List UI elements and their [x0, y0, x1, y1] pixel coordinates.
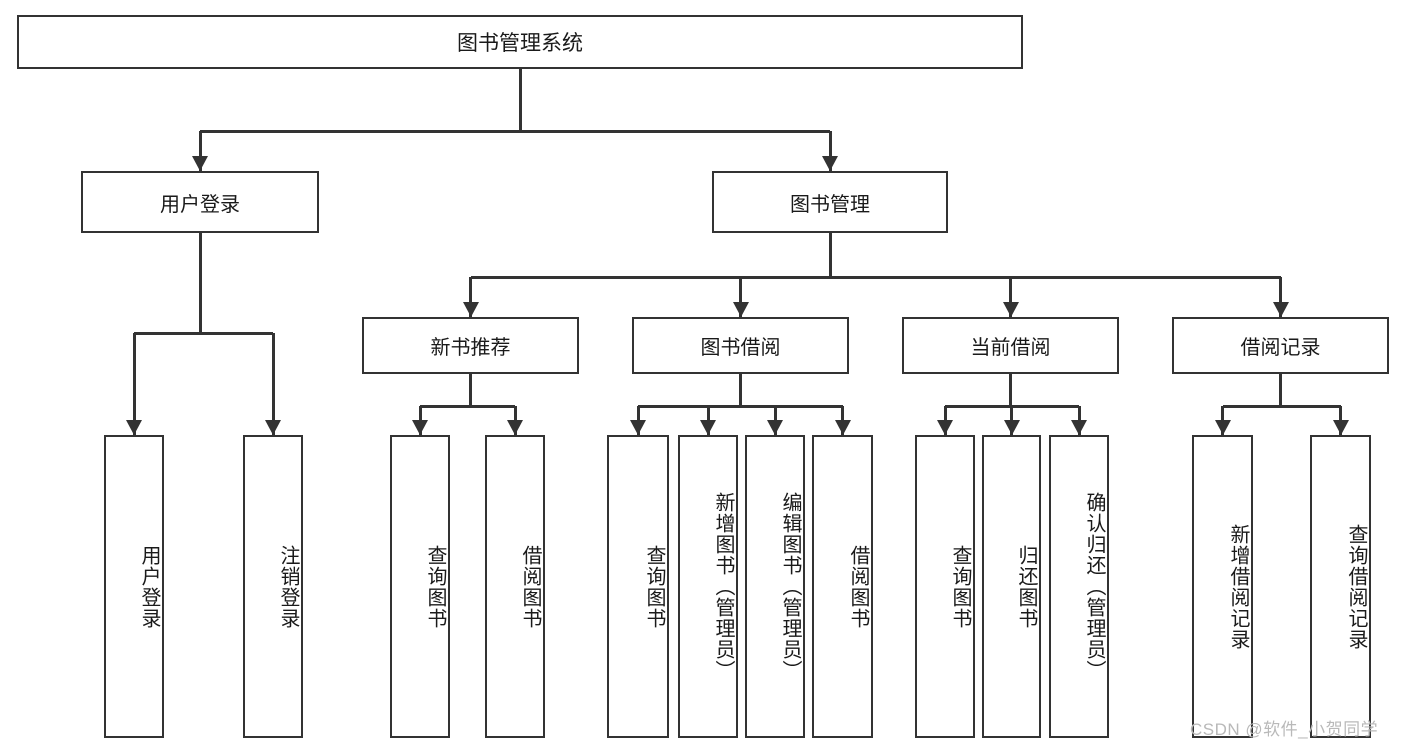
- leaf-node[interactable]: 归还图书: [982, 435, 1041, 738]
- connector-line: [828, 233, 832, 277]
- leaf-node[interactable]: 查询图书: [390, 435, 450, 738]
- connector-line: [200, 129, 830, 133]
- leaf-node[interactable]: 借阅图书: [485, 435, 545, 738]
- leaf-node[interactable]: 用户登录: [104, 435, 164, 738]
- arrow-head-icon: [412, 420, 428, 435]
- leaf-node-label: 用户登录: [138, 544, 160, 629]
- arrow-head-icon: [937, 420, 953, 435]
- arrow-head-icon: [822, 156, 838, 171]
- connector-line: [1279, 374, 1282, 406]
- connector-line: [469, 277, 472, 317]
- arrow-head-icon: [265, 420, 281, 435]
- arrow-head-icon: [192, 156, 208, 171]
- leaf-node-label: 新增图书（管理员）: [712, 492, 734, 681]
- connector-line: [271, 333, 275, 435]
- leaf-node-label: 借阅图书: [847, 544, 869, 629]
- node-book-management-label: 图书管理: [790, 193, 870, 216]
- leaf-node[interactable]: 查询借阅记录: [1310, 435, 1371, 738]
- leaf-node[interactable]: 注销登录: [243, 435, 303, 738]
- arrow-head-icon: [1071, 420, 1087, 435]
- arrow-head-icon: [126, 420, 142, 435]
- csdn-watermark: CSDN @软件_小贺同学: [1190, 720, 1379, 739]
- leaf-node-label: 查询图书: [424, 544, 446, 629]
- leaf-node[interactable]: 编辑图书（管理员）: [745, 435, 805, 738]
- leaf-node-label: 编辑图书（管理员）: [779, 492, 801, 681]
- connector-line: [1009, 374, 1012, 406]
- leaf-node[interactable]: 查询图书: [607, 435, 669, 738]
- connector-line: [469, 374, 472, 406]
- leaf-node[interactable]: 新增借阅记录: [1192, 435, 1253, 738]
- connector-line: [828, 131, 832, 171]
- connector-line: [420, 404, 515, 408]
- arrow-head-icon: [507, 420, 523, 435]
- leaf-node[interactable]: 确认归还（管理员）: [1049, 435, 1109, 738]
- arrow-head-icon: [767, 420, 783, 435]
- node-current-borrow-label: 当前借阅: [970, 337, 1051, 359]
- node-book-management[interactable]: 图书管理: [712, 171, 948, 233]
- connector-line: [198, 131, 202, 171]
- node-current-borrow[interactable]: 当前借阅: [902, 317, 1119, 374]
- leaf-node-label: 归还图书: [1015, 544, 1037, 629]
- connector-line: [1279, 277, 1282, 317]
- node-root-label: 图书管理系统: [457, 32, 583, 55]
- connector-line: [518, 69, 522, 131]
- node-root[interactable]: 图书管理系统: [17, 15, 1023, 69]
- node-user-login-label: 用户登录: [160, 193, 240, 216]
- leaf-node-label: 借阅图书: [519, 544, 541, 629]
- arrow-head-icon: [1003, 420, 1020, 435]
- connector-line: [638, 404, 843, 408]
- node-book-borrow[interactable]: 图书借阅: [632, 317, 849, 374]
- arrow-head-icon: [1002, 302, 1019, 317]
- connector-line: [470, 275, 1281, 279]
- node-user-login[interactable]: 用户登录: [81, 171, 319, 233]
- leaf-node-label: 查询借阅记录: [1345, 523, 1367, 650]
- connector-line: [198, 233, 202, 333]
- connector-line: [1009, 277, 1012, 317]
- leaf-node[interactable]: 新增图书（管理员）: [678, 435, 738, 738]
- node-borrow-record[interactable]: 借阅记录: [1172, 317, 1389, 374]
- connector-line: [739, 374, 742, 406]
- node-new-book-recommend-label: 新书推荐: [430, 337, 511, 359]
- connector-line: [739, 277, 742, 317]
- leaf-node-label: 确认归还（管理员）: [1083, 492, 1105, 681]
- leaf-node-label: 注销登录: [277, 544, 299, 629]
- node-new-book-recommend[interactable]: 新书推荐: [362, 317, 579, 374]
- connector-line: [1222, 404, 1341, 408]
- node-book-borrow-label: 图书借阅: [700, 337, 781, 359]
- arrow-head-icon: [834, 420, 851, 435]
- arrow-head-icon: [630, 420, 646, 435]
- arrow-head-icon: [1332, 420, 1349, 435]
- connector-line: [134, 331, 273, 335]
- connector-line: [132, 333, 136, 435]
- leaf-node-label: 查询图书: [643, 544, 665, 629]
- leaf-node[interactable]: 查询图书: [915, 435, 975, 738]
- leaf-node-label: 新增借阅记录: [1227, 523, 1249, 650]
- arrow-head-icon: [1214, 420, 1231, 435]
- arrow-head-icon: [700, 420, 716, 435]
- arrow-head-icon: [1272, 302, 1289, 317]
- leaf-node-label: 查询图书: [949, 544, 971, 629]
- arrow-head-icon: [462, 302, 479, 317]
- leaf-node[interactable]: 借阅图书: [812, 435, 873, 738]
- arrow-head-icon: [732, 302, 749, 317]
- node-borrow-record-label: 借阅记录: [1240, 337, 1321, 359]
